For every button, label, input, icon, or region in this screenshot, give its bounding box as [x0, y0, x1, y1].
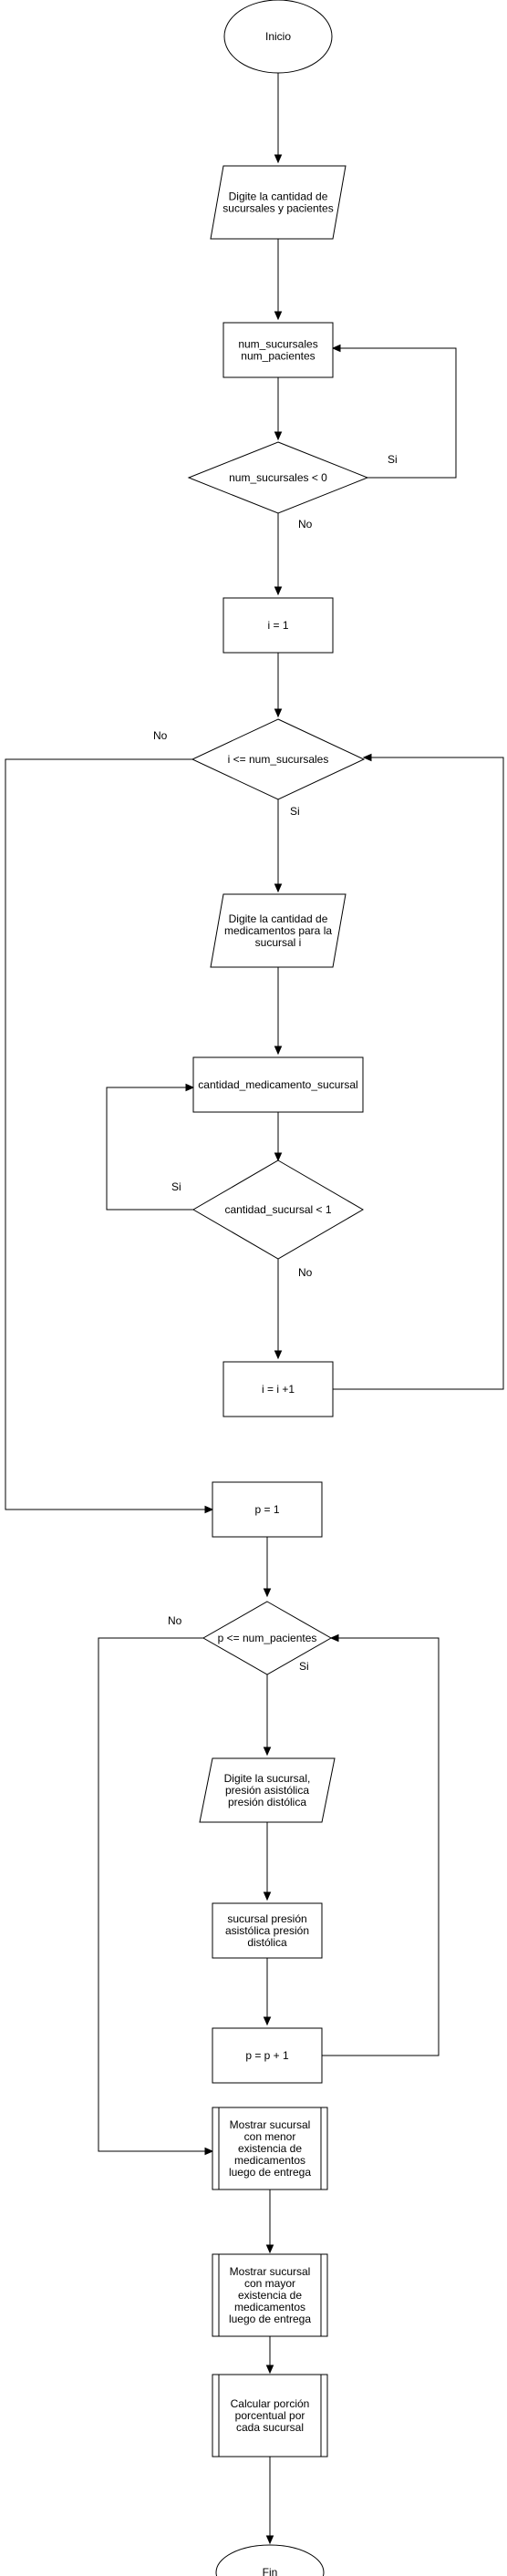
node-vars_counts	[222, 322, 334, 378]
node-assign_i	[222, 597, 334, 654]
edge-condp-no-show	[98, 1637, 212, 2152]
edge-cond-si-loop	[333, 347, 457, 479]
node-label-incr_p: p = p + 1	[245, 2049, 289, 2062]
node-input_meds	[210, 893, 347, 968]
node-label-assign_i: i = 1	[267, 619, 288, 632]
edge-label-si_2: Si	[290, 805, 300, 818]
edge-condi-no-p	[5, 758, 212, 1510]
node-label-cond_i: i <= num_sucursales	[228, 753, 329, 766]
node-cond_p	[202, 1601, 333, 1675]
node-incr_p	[212, 2027, 323, 2084]
node-label-cond_p: p <= num_pacientes	[218, 1632, 317, 1644]
node-show_max	[212, 2253, 328, 2337]
node-cond_meds	[192, 1159, 364, 1260]
node-inicio	[223, 0, 333, 74]
node-vars_patient	[212, 1902, 323, 1959]
edge-label-si_3: Si	[171, 1180, 181, 1193]
node-cond_sucursales	[187, 441, 369, 514]
node-incr_i	[222, 1361, 334, 1417]
node-assign_p	[212, 1481, 323, 1538]
edge-label-si_1: Si	[388, 453, 398, 466]
edge-incrp-loop	[322, 1637, 440, 2056]
node-calc_pct	[212, 2374, 328, 2458]
flowchart-edges	[5, 73, 504, 2545]
edge-label-no_2: No	[153, 729, 168, 742]
edge-label-no_1: No	[298, 518, 313, 531]
node-label-var_meds: cantidad_medicamento_sucursal	[198, 1078, 357, 1091]
node-label-fin: Fin	[263, 2566, 278, 2576]
edge-label-si_4: Si	[299, 1660, 309, 1673]
node-label-assign_p: p = 1	[254, 1503, 279, 1516]
node-fin	[215, 2544, 325, 2576]
edge-incr-loop	[333, 757, 504, 1390]
node-input_counts	[210, 165, 347, 240]
edge-condmeds-si-loop	[106, 1087, 193, 1211]
edge-label-no_4: No	[168, 1614, 182, 1627]
node-label-inicio: Inicio	[265, 30, 291, 43]
edge-label-no_3: No	[298, 1266, 313, 1279]
node-show_min	[212, 2107, 328, 2190]
node-var_meds	[192, 1056, 364, 1113]
node-input_patient	[199, 1757, 336, 1823]
node-label-cond_sucursales: num_sucursales < 0	[229, 471, 327, 484]
node-cond_i	[191, 718, 366, 800]
node-label-cond_meds: cantidad_sucursal < 1	[224, 1203, 331, 1216]
node-label-incr_i: i = i +1	[262, 1383, 295, 1396]
